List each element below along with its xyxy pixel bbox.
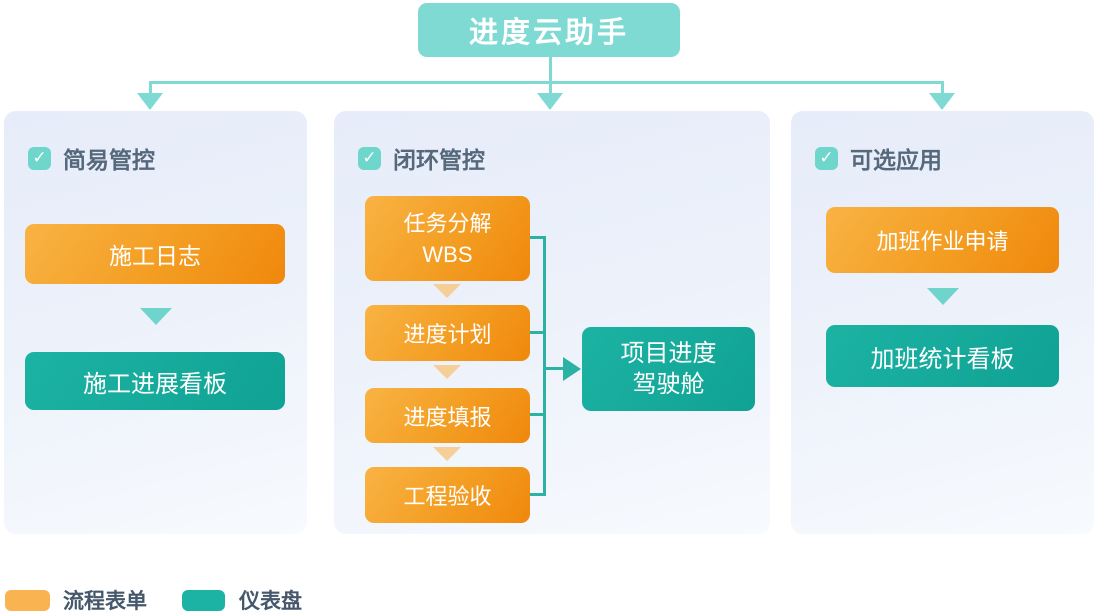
step-node-schedule-plan: 进度计划 xyxy=(365,305,530,361)
panel-simple-control: ✓ 简易管控 施工日志 施工进展看板 xyxy=(4,111,307,534)
bracket-arrow-line xyxy=(543,367,565,370)
arrow-down-icon xyxy=(433,447,461,461)
arrow-right-icon xyxy=(563,357,581,381)
panel-closed-loop-control: ✓ 闭环管控 任务分解 WBS 进度计划 进度填报 工程验收 项目进度 驾驶舱 xyxy=(334,111,770,534)
connector-stub-middle xyxy=(549,81,552,94)
legend-form-swatch xyxy=(5,589,50,611)
bracket-stub-line xyxy=(530,413,546,416)
connector-root-line xyxy=(549,57,552,83)
arrow-down-icon xyxy=(433,365,461,379)
bracket-stub-line xyxy=(530,493,546,496)
panel-header-label: 可选应用 xyxy=(850,147,942,173)
bracket-stub-line xyxy=(530,331,546,334)
bracket-stub-line xyxy=(530,236,546,239)
panel-optional-apps: ✓ 可选应用 加班作业申请 加班统计看板 xyxy=(791,111,1094,534)
bracket-vertical-line xyxy=(543,236,546,496)
arrow-down-icon xyxy=(927,288,959,305)
arrow-down-icon xyxy=(929,93,955,110)
panel-simple-header: ✓ 简易管控 xyxy=(28,141,155,175)
step-node-wbs: 任务分解 WBS xyxy=(365,196,530,281)
checkbox-checked-icon: ✓ xyxy=(28,146,51,170)
form-node-construction-log: 施工日志 xyxy=(25,224,285,284)
dashboard-node-construction-progress-board: 施工进展看板 xyxy=(25,352,285,410)
checkbox-checked-icon: ✓ xyxy=(815,146,838,170)
panel-header-label: 简易管控 xyxy=(63,147,155,173)
legend-dashboard-label: 仪表盘 xyxy=(239,590,302,612)
legend-form-label: 流程表单 xyxy=(63,590,147,612)
step-node-project-acceptance: 工程验收 xyxy=(365,467,530,523)
diagram-title: 进度云助手 xyxy=(418,3,680,57)
legend: 流程表单 仪表盘 xyxy=(5,585,302,612)
step-node-progress-report: 进度填报 xyxy=(365,388,530,443)
check-icon: ✓ xyxy=(362,148,377,167)
connector-stub-right xyxy=(941,81,944,94)
checkbox-checked-icon: ✓ xyxy=(358,146,381,170)
arrow-down-icon xyxy=(140,308,172,325)
dashboard-node-overtime-stats-board: 加班统计看板 xyxy=(826,325,1059,387)
panel-optional-header: ✓ 可选应用 xyxy=(815,141,942,175)
form-node-overtime-application: 加班作业申请 xyxy=(826,207,1059,273)
check-icon: ✓ xyxy=(32,148,47,167)
check-icon: ✓ xyxy=(819,148,834,167)
legend-dashboard-swatch xyxy=(182,589,225,611)
arrow-down-icon xyxy=(137,93,163,110)
connector-stub-left xyxy=(149,81,152,94)
arrow-down-icon xyxy=(433,284,461,298)
dashboard-node-project-progress-cockpit: 项目进度 驾驶舱 xyxy=(582,327,755,411)
panel-header-label: 闭环管控 xyxy=(393,147,485,173)
panel-loop-header: ✓ 闭环管控 xyxy=(358,141,485,175)
connector-horizontal-line xyxy=(149,81,944,84)
arrow-down-icon xyxy=(537,93,563,110)
